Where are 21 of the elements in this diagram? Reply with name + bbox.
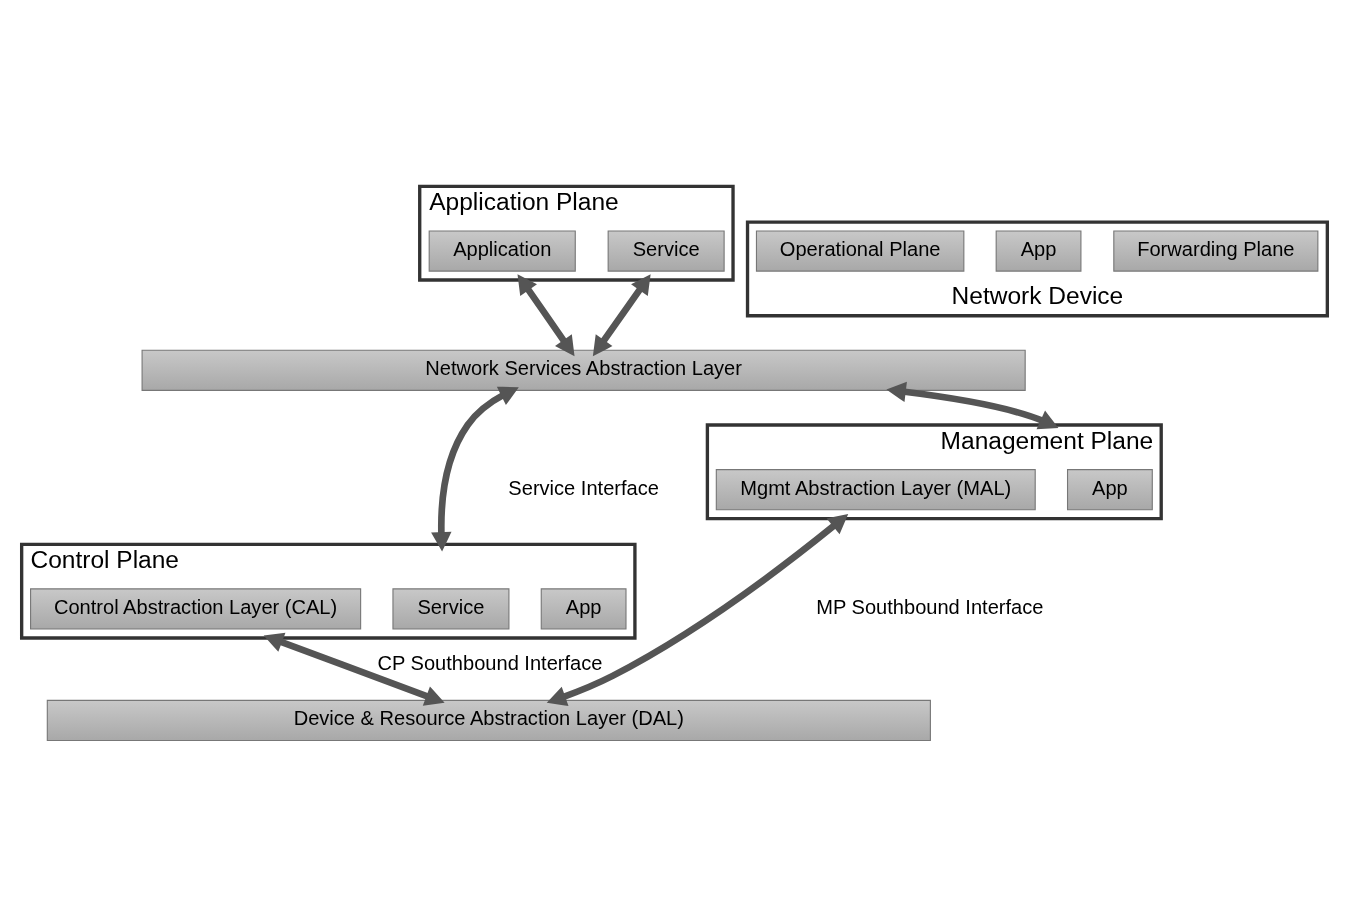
arrow	[517, 273, 575, 356]
node-box: Forwarding Plane	[1113, 229, 1319, 272]
node-box: Service	[607, 229, 725, 272]
edge-label: MP Southbound Interface	[816, 595, 1044, 618]
node-box: App	[540, 587, 627, 630]
arrow	[263, 632, 445, 706]
label: Service Interface	[508, 476, 659, 499]
arrow	[592, 273, 651, 356]
node-box: Control Abstraction Layer (CAL)	[30, 587, 362, 630]
arrow	[431, 386, 519, 551]
node-box: Device & Resource Abstraction Layer (DAL)	[46, 699, 931, 741]
node-box: Operational Plane	[755, 229, 965, 272]
node-box: App	[995, 229, 1082, 272]
node-box: Mgmt Abstraction Layer (MAL)	[715, 468, 1036, 510]
node-box: App	[1067, 468, 1153, 510]
edge-label: CP Southbound Interface	[377, 651, 603, 674]
arrow	[546, 513, 849, 706]
node-box: Service	[392, 587, 510, 630]
node-box: Network Services Abstraction Layer	[141, 349, 1026, 391]
node-box: Application	[428, 229, 576, 272]
arrow	[886, 381, 1059, 429]
